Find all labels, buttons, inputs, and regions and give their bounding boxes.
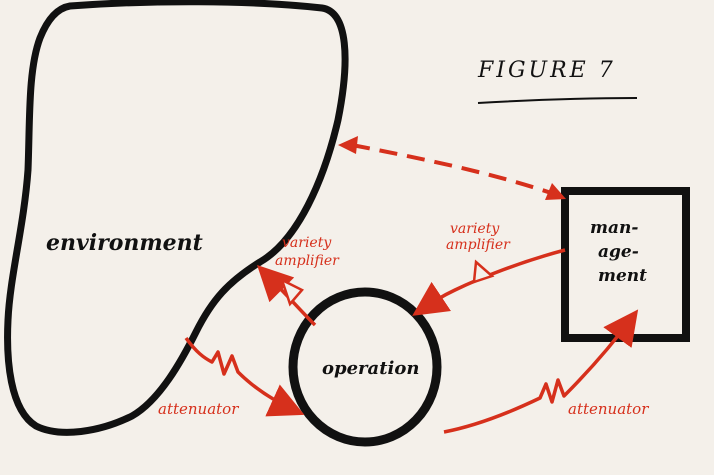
attenuator-left-line bbox=[184, 336, 305, 417]
dashed-link-line bbox=[351, 143, 561, 198]
management-box bbox=[561, 187, 690, 342]
amplifier-left-triangle bbox=[279, 277, 304, 307]
operation-circle bbox=[288, 287, 442, 447]
management-label-line3: ment bbox=[598, 266, 648, 286]
figure-title: FIGURE 7 bbox=[478, 58, 616, 83]
attenuator-right-label: attenuator bbox=[568, 400, 649, 418]
amplifier-right-triangle bbox=[472, 259, 495, 284]
dashed-link-arrowhead-left bbox=[338, 136, 358, 154]
amplifier-left-line bbox=[257, 265, 317, 327]
amplifier-right-label-line2: amplifier bbox=[446, 237, 510, 253]
attenuator-left-label: attenuator bbox=[158, 400, 239, 418]
amplifier-left-label-line1: variety bbox=[282, 235, 332, 251]
environment-blob bbox=[4, 0, 349, 436]
dashed-link-arrowhead-right bbox=[545, 183, 566, 200]
amplifier-right-line bbox=[412, 248, 566, 316]
management-label-line2: age- bbox=[598, 242, 639, 262]
amplifier-right-label-line1: variety bbox=[450, 221, 500, 237]
figure-title-underline bbox=[477, 97, 638, 104]
environment-label: environment bbox=[46, 230, 203, 256]
management-label-line1: man- bbox=[590, 218, 639, 238]
operation-label: operation bbox=[322, 358, 420, 379]
attenuator-right-line bbox=[443, 309, 639, 434]
amplifier-left-label-line2: amplifier bbox=[275, 253, 339, 269]
